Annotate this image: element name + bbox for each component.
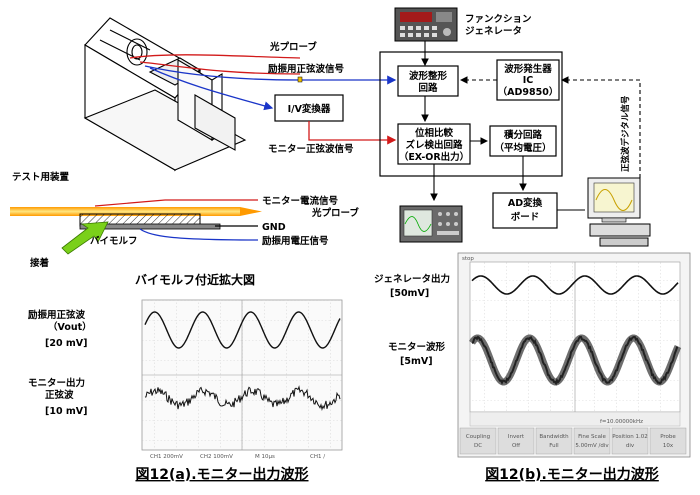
scope-b-menu-text: Invert [508,434,525,440]
excitation-sine-label: 励振用正弦波信号 [268,63,345,75]
optical-probe-line [129,54,301,59]
integrator-label-1: 積分回路 [503,129,543,141]
scope-b-screen [457,252,691,458]
scope-b-label-2a: モニター波形 [388,341,446,353]
phase-detector-label-1: 位相比較 [415,127,454,139]
scope-b-label-1b: [50mV] [390,288,429,299]
scope-b-menu-text: Coupling [466,434,490,440]
scope-b-menu-text: Fine Scale [578,434,606,440]
wave-shaper-label-2: 回路 [418,82,438,94]
scope-a-caption: 図12(a).モニター出力波形 [135,466,308,483]
scope-a-label-1a: 励振用正弦波 [28,309,86,321]
monitor-sine-line [308,121,397,145]
wave-shaper-block [397,65,459,97]
scope-b-menu-item [535,427,573,455]
scope-b-caption: 図12(b).モニター出力波形 [485,466,659,483]
waveform-generator-label-1: 波形発生器 [504,63,552,75]
excitation-line-blue [144,65,397,85]
scope-b-menu-item [459,427,497,455]
bimorph-label: バイモルフ [90,235,138,247]
scope-a-monitor-wave [144,385,341,411]
scope-b-menu-item [573,427,611,455]
ad-board-block [492,192,558,229]
iv-converter-block [274,94,344,122]
scope-a-footer-1: CH1 200mV [150,454,183,460]
monitor-current-line [149,67,274,111]
scope-b-menu-item [649,427,687,455]
wave-shaper-label-1: 波形整形 [409,70,448,82]
gnd-label: GND [262,222,286,233]
scope-a-label-1c: [20 mV] [45,338,87,349]
scope-b-menu-text: 5.00mV /div [575,443,609,449]
scope-b-monitor-wave-core [471,335,679,386]
phase-detector-label-3: （EX-OR出力） [399,151,469,163]
digital-signal-label: 正弦波デジタル信号 [620,95,631,172]
bimorph-closeup [10,199,262,255]
function-generator-label-1: ファンクション [465,14,532,25]
monitor-current-label: モニター電流信号 [262,195,339,207]
scope-a-label-2b: 正弦波 [45,389,74,401]
waveform-generator-label-2: IC [523,75,534,86]
integrator-label-2: （平均電圧） [494,142,551,154]
function-generator-label-2: ジェネレータ [465,25,522,37]
monitor-sine-label: モニター正弦波信号 [268,143,354,155]
function-generator-icon [394,7,458,42]
scope-a-footer-2: CH2 100mV [200,454,233,460]
excitation-line-red [139,61,301,75]
scope-b-menu-item [611,427,649,455]
scope-a-label-1b: （Vout） [48,321,92,333]
oscilloscope-icon [399,205,463,243]
ad-board-label-2: ボード [511,211,540,223]
scope-b-menu-text: Off [512,443,520,449]
waveform-generator-label-3: （AD9850） [498,86,559,98]
bimorph-optical-probe-label: 光プローブ [311,207,359,219]
scope-a-footer-4: CH1 ∕ [310,453,325,460]
scope-b-generator-wave [471,275,679,295]
excitation-voltage-label: 励振用電圧信号 [262,235,329,247]
control-board-frame [379,51,563,177]
bonding-label: 接着 [30,257,50,269]
scope-b-menu-text: Bandwidth [539,434,569,440]
phase-detector-label-2: ズレ検出回路 [405,139,463,151]
scope-b-readout: f=10.00000kHz [600,419,643,425]
scope-a-footer-3: M 10μs [255,454,275,460]
scope-b-menu-text: Position 1.02 [612,434,647,440]
waveform-generator-block [496,59,560,101]
test-device-label: テスト用装置 [12,171,70,183]
bimorph-title: バイモルフ付近拡大図 [135,272,255,287]
scope-b-menu-text: 10x [663,443,674,449]
scope-b-stop: stop [462,256,474,262]
scope-b-menu-text: Full [549,443,559,449]
scope-a-excitation-wave [144,311,341,349]
phase-detector-block [397,123,471,165]
ad-board-label-1: AD変換 [508,197,543,209]
scope-b-menu-text: div [626,443,635,449]
iv-converter-label: I/V変換器 [288,103,331,115]
scope-a-screen [141,299,343,451]
optical-probe-label: 光プローブ [269,41,317,53]
scope-b-label-2b: [5mV] [400,356,433,367]
scope-a-label-2c: [10 mV] [45,406,87,417]
computer-icon [587,177,651,247]
scope-b-label-1a: ジェネレータ出力 [374,273,450,285]
scope-a-label-2a: モニター出力 [28,377,85,389]
scope-b-menu-item [497,427,535,455]
scope-b-menu-text: Probe [660,434,676,440]
test-device-drawing [83,17,247,172]
scope-b-menu-text: DC [474,443,482,449]
